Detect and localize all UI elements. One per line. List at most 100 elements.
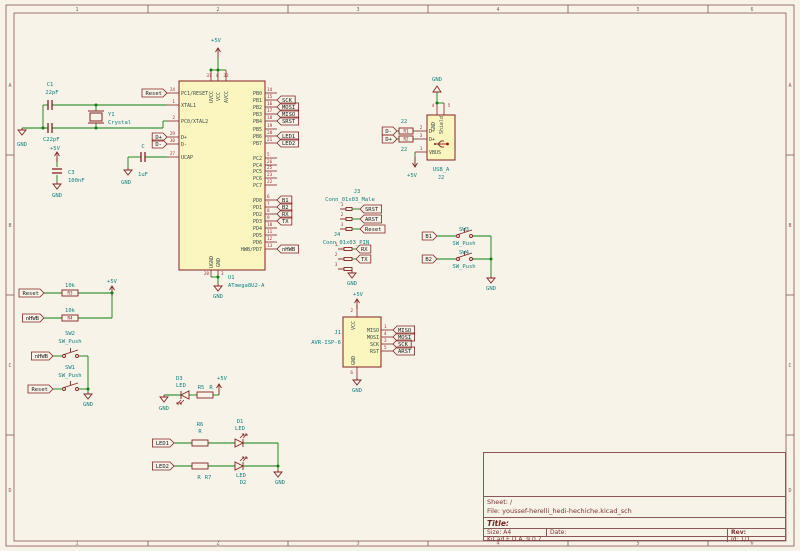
field-text: Y1	[108, 112, 115, 118]
+5v-power-symbol[interactable]	[109, 285, 115, 291]
resistor-r4[interactable]	[61, 314, 79, 322]
isp-connector-j1[interactable]	[342, 316, 382, 368]
global-label-nhwb[interactable]	[276, 244, 300, 254]
j3-pin[interactable]	[345, 217, 353, 221]
field-text: GND	[275, 480, 285, 486]
switch-sw1[interactable]	[62, 387, 66, 391]
gnd-power-symbol[interactable]	[17, 129, 27, 136]
global-label-nhwb[interactable]	[21, 313, 45, 323]
global-label-reset[interactable]	[18, 288, 45, 298]
frame-row-label: A	[788, 83, 791, 89]
gnd-power-symbol[interactable]	[52, 183, 62, 190]
pin-number: 3	[341, 222, 344, 228]
+5v-power-symbol[interactable]	[54, 151, 60, 157]
global-label-led2[interactable]	[276, 138, 300, 148]
global-label-nhwb[interactable]	[30, 351, 54, 361]
global-label-srst[interactable]	[276, 116, 300, 126]
led-d2[interactable]	[234, 461, 245, 471]
crystal-y1[interactable]	[89, 112, 103, 122]
global-label-text: nHWB	[282, 247, 296, 253]
global-label-arst[interactable]	[359, 214, 383, 224]
field-text: Conn_01x03_Male	[325, 197, 375, 203]
resistor-ref: R1	[403, 129, 409, 134]
led-d3[interactable]	[179, 390, 190, 400]
global-label-d+[interactable]	[381, 134, 398, 144]
resistor-r1[interactable]	[398, 127, 414, 135]
+5v-power-symbol[interactable]	[412, 162, 418, 168]
pin-number: 1	[335, 242, 338, 248]
pin-number: 28	[204, 271, 210, 277]
pin-number: 27	[170, 151, 176, 157]
+5v-power-symbol[interactable]	[354, 298, 360, 304]
field-text: C	[141, 144, 144, 150]
+5v-power-symbol[interactable]	[216, 383, 222, 389]
field-text: GND	[347, 281, 357, 287]
pin-number: 20	[267, 130, 273, 136]
switch-sw3[interactable]	[456, 234, 460, 238]
frame-column-label: 3	[356, 541, 359, 547]
global-label-d-[interactable]	[381, 126, 398, 136]
global-label-text: Reset	[145, 91, 162, 97]
global-label-tx[interactable]	[355, 254, 372, 264]
global-label-tx[interactable]	[276, 216, 293, 226]
switch-sw1[interactable]	[75, 387, 79, 391]
frame-column-label: 4	[496, 7, 499, 13]
global-label-reset[interactable]	[359, 224, 386, 234]
gnd-power-symbol[interactable]	[213, 285, 223, 292]
j4-pin[interactable]	[343, 247, 353, 251]
resistor-r6[interactable]	[191, 439, 209, 447]
gnd-power-symbol[interactable]	[123, 169, 133, 176]
gnd-power-symbol[interactable]	[432, 85, 442, 93]
switch-sw4[interactable]	[456, 257, 460, 261]
switch-sw4[interactable]	[469, 257, 473, 261]
gnd-power-symbol[interactable]	[83, 393, 93, 400]
+5v-power-symbol[interactable]	[215, 47, 221, 53]
title-block-sheet-file: Sheet: / File: youssef-herelli_hedi-hech…	[484, 496, 785, 517]
j4-pin[interactable]	[343, 257, 353, 261]
ic-u1-atmega8u2[interactable]	[178, 80, 266, 271]
global-label-arst[interactable]	[392, 346, 416, 356]
field-text: SW2	[65, 331, 75, 337]
gnd-power-symbol[interactable]	[352, 379, 362, 386]
global-label-text: SCK	[398, 342, 409, 348]
pin-name: PD1	[253, 205, 262, 211]
switch-sw3[interactable]	[469, 234, 473, 238]
global-label-b2[interactable]	[421, 254, 438, 264]
pin-number: 26	[267, 159, 273, 165]
global-label-text: ARST	[398, 349, 412, 355]
j3-pin[interactable]	[345, 227, 353, 231]
gnd-power-symbol[interactable]	[159, 396, 169, 403]
global-label-reset[interactable]	[141, 88, 168, 98]
pin-name: PC5	[253, 169, 262, 175]
global-label-reset[interactable]	[27, 384, 54, 394]
global-label-b1[interactable]	[421, 231, 438, 241]
global-label-d-[interactable]	[151, 139, 168, 149]
resistor-r3[interactable]	[61, 289, 79, 297]
pin-number: 5	[267, 152, 270, 158]
switch-sw2[interactable]	[62, 354, 66, 358]
j4-pin[interactable]	[343, 267, 353, 271]
j3-pin[interactable]	[345, 207, 353, 211]
pin-name: GND	[216, 258, 222, 267]
resistor-r7[interactable]	[191, 462, 209, 470]
global-label-rx[interactable]	[355, 244, 372, 254]
gnd-power-symbol[interactable]	[273, 471, 283, 478]
pin-name: PC4	[253, 163, 262, 169]
global-label-led1[interactable]	[151, 438, 175, 448]
switch-sw2[interactable]	[75, 354, 79, 358]
global-label-led2[interactable]	[151, 461, 175, 471]
usb-connector-j2[interactable]	[426, 114, 456, 161]
resistor-r5[interactable]	[196, 391, 214, 399]
sheet-inner-border	[13, 12, 787, 542]
frame-column-label: 5	[636, 7, 639, 13]
pin-number: 12	[267, 236, 273, 242]
global-label-srst[interactable]	[359, 204, 383, 214]
global-label-text: nHWB	[35, 354, 49, 360]
resistor-r2[interactable]	[398, 135, 414, 143]
gnd-power-symbol[interactable]	[486, 277, 496, 284]
led-d1[interactable]	[234, 438, 245, 448]
field-text: 10k	[65, 308, 76, 314]
gnd-power-symbol[interactable]	[347, 272, 357, 279]
field-text: +5V	[211, 38, 222, 44]
